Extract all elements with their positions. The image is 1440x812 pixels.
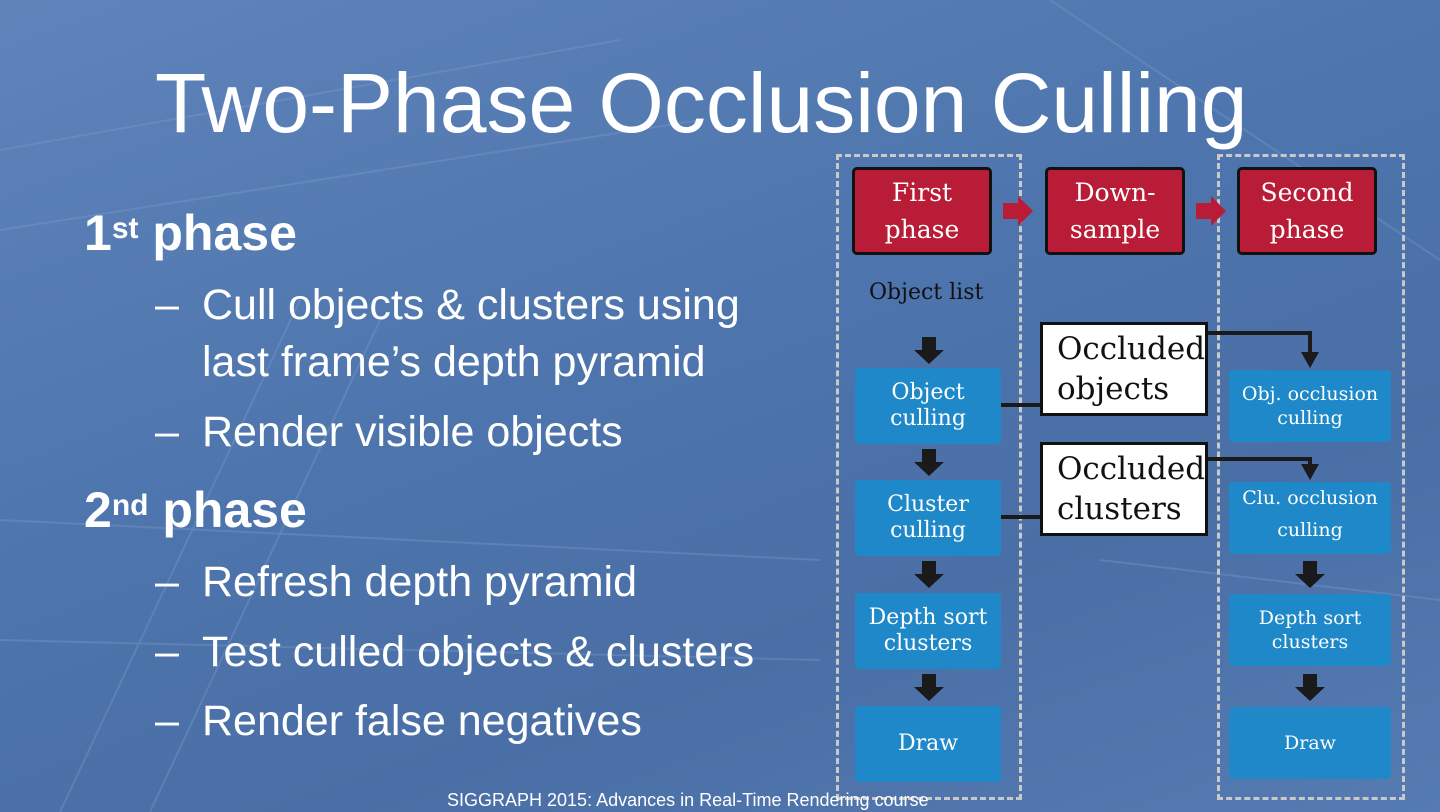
down-arrow-icon — [914, 561, 944, 591]
down-arrow-icon — [914, 449, 944, 479]
phase-arrow-1 — [1003, 196, 1033, 226]
slide-title: Two-Phase Occlusion Culling — [155, 56, 1248, 150]
connector-clusters-arrowhead — [1301, 464, 1319, 480]
connector-objects-right — [1206, 331, 1312, 355]
right-step-draw: Draw — [1229, 707, 1391, 779]
bullet-render-false-negatives: –Render false negatives — [155, 697, 642, 745]
down-arrow-icon — [914, 337, 944, 367]
bullet-render-visible: –Render visible objects — [155, 408, 623, 456]
down-arrow-icon — [1295, 674, 1325, 704]
object-list-label: Object list — [869, 280, 984, 305]
bullet-refresh-depth: –Refresh depth pyramid — [155, 558, 637, 606]
down-arrow-icon — [1295, 561, 1325, 591]
connector-objects-arrowhead — [1301, 352, 1319, 368]
slide-footer: SIGGRAPH 2015: Advances in Real-Time Ren… — [447, 790, 929, 810]
second-phase-column — [1217, 154, 1405, 800]
left-step-draw: Draw — [855, 706, 1001, 782]
phase-arrow-2 — [1196, 196, 1226, 226]
first-phase-column — [836, 154, 1022, 800]
connector-clusters-right — [1206, 457, 1312, 466]
bullet-test-culled: –Test culled objects & clusters — [155, 628, 755, 676]
bullet-cull-objects: –Cull objects & clusters using last fram… — [155, 281, 740, 386]
downsample-box: Down-sample — [1045, 167, 1185, 255]
phase1-heading: 1st phase — [84, 205, 297, 261]
phase2-heading: 2nd phase — [84, 482, 307, 538]
down-arrow-icon — [914, 674, 944, 704]
